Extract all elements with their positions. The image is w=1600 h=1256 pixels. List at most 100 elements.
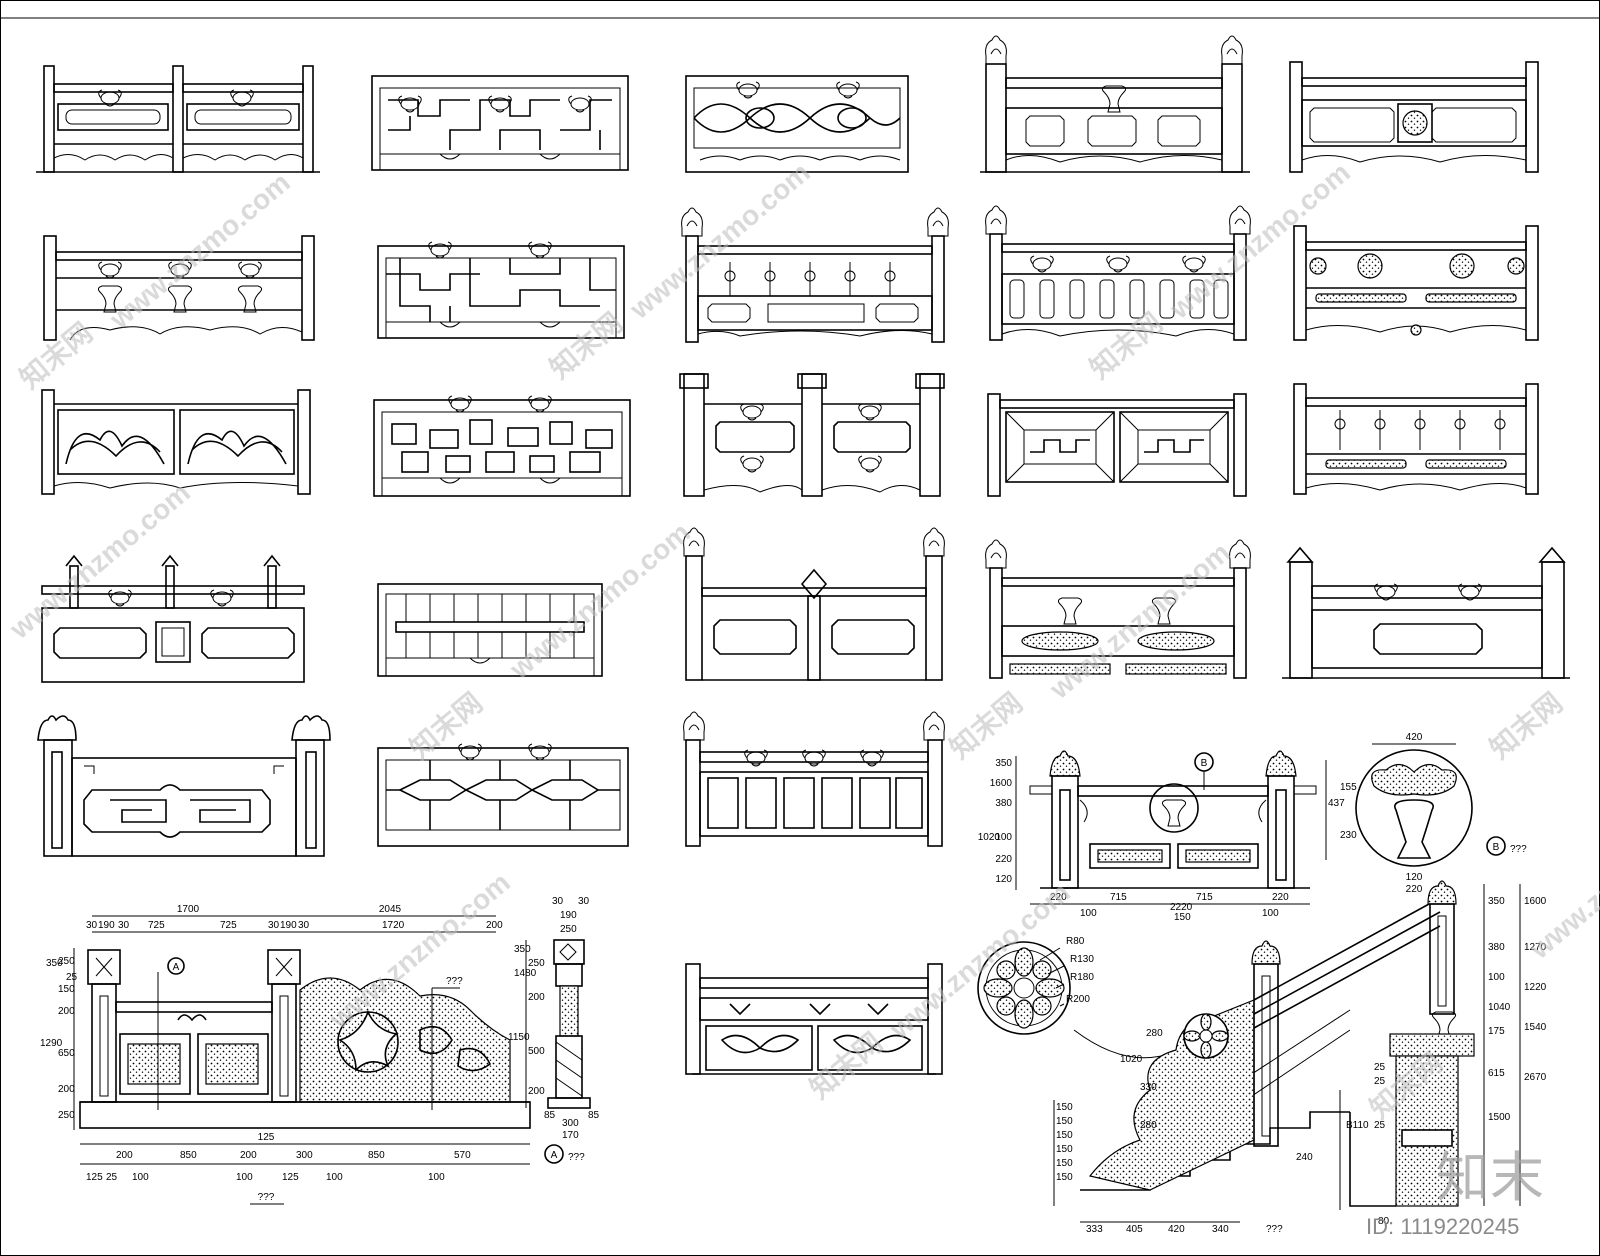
dims-right-top-bottom: 220 715 715 220 100 2220 150 100 — [1050, 892, 1289, 923]
svg-text:25: 25 — [106, 1172, 118, 1183]
callout-b-top: B — [1201, 758, 1208, 769]
svg-text:1020: 1020 — [978, 832, 1001, 843]
svg-text:200: 200 — [116, 1150, 133, 1161]
callout-a-tag: ??? — [568, 1152, 585, 1163]
svg-text:30: 30 — [578, 896, 590, 907]
svg-text:R80: R80 — [1066, 936, 1085, 947]
railing-elevation-r5c3 — [683, 711, 945, 847]
callout-a: A — [551, 1150, 558, 1161]
svg-text:100: 100 — [995, 832, 1012, 843]
svg-text:25: 25 — [66, 972, 78, 983]
id-label: ID: 1119220245 — [1366, 1214, 1519, 1239]
svg-text:340: 340 — [1212, 1224, 1229, 1235]
railing-elevation-r1c4 — [980, 35, 1250, 173]
svg-text:300: 300 — [296, 1150, 313, 1161]
svg-text:725: 725 — [148, 920, 165, 931]
svg-text:www.znzmo.com: www.znzmo.com — [623, 157, 816, 326]
svg-text:200: 200 — [240, 1150, 257, 1161]
svg-text:280: 280 — [1146, 1028, 1163, 1039]
svg-text:www.znzmo.com: www.znzmo.com — [1043, 537, 1236, 706]
svg-text:2670: 2670 — [1524, 1072, 1547, 1083]
svg-text:120: 120 — [1406, 872, 1423, 883]
svg-text:1220: 1220 — [1524, 982, 1547, 993]
svg-text:知末网: 知末网 — [803, 1026, 888, 1105]
railing-elevation-r3c4 — [987, 393, 1247, 497]
svg-text:30: 30 — [118, 920, 130, 931]
svg-text:1040: 1040 — [1488, 1002, 1511, 1013]
svg-text:200: 200 — [486, 920, 503, 931]
svg-text:150: 150 — [1056, 1130, 1073, 1141]
railing-elevation-r4c3 — [683, 527, 945, 681]
stair-right-dims: 350 1600 380 100 1040 175 615 1500 1540 … — [1488, 896, 1547, 1123]
svg-text:190: 190 — [560, 910, 577, 921]
svg-text:25: 25 — [1374, 1076, 1386, 1087]
svg-text:1270: 1270 — [1524, 942, 1547, 953]
svg-text:1500: 1500 — [1488, 1112, 1511, 1123]
svg-text:420: 420 — [1168, 1224, 1185, 1235]
svg-text:125: 125 — [86, 1172, 103, 1183]
svg-text:1150: 1150 — [508, 1032, 530, 1043]
svg-text:???: ??? — [1266, 1224, 1283, 1235]
detail-b-vase-circle: 420 120 220 B ??? — [1355, 732, 1527, 895]
svg-text:1720: 1720 — [382, 920, 405, 931]
railing-elevation-r2c1 — [43, 235, 315, 341]
svg-text:715: 715 — [1196, 892, 1213, 903]
svg-text:280: 280 — [1140, 1120, 1157, 1131]
svg-text:30: 30 — [552, 896, 564, 907]
svg-text:100: 100 — [132, 1172, 149, 1183]
svg-text:380: 380 — [995, 798, 1012, 809]
svg-text:1290: 1290 — [40, 1038, 63, 1049]
railing-elevation-r2c3 — [681, 207, 949, 343]
svg-text:240: 240 — [1296, 1152, 1313, 1163]
svg-text:100: 100 — [326, 1172, 343, 1183]
svg-text:250: 250 — [58, 1110, 75, 1121]
railing-elevation-r4c5 — [1282, 546, 1570, 679]
svg-text:知末网: 知末网 — [1483, 686, 1568, 765]
svg-text:1600: 1600 — [1524, 896, 1547, 907]
svg-text:2220: 2220 — [1170, 902, 1193, 913]
svg-text:85: 85 — [588, 1110, 600, 1121]
svg-text:437: 437 — [1328, 798, 1345, 809]
svg-text:200: 200 — [58, 1006, 75, 1017]
svg-text:150: 150 — [1056, 1116, 1073, 1127]
svg-text:R180: R180 — [1070, 972, 1094, 983]
svg-text:150: 150 — [1056, 1144, 1073, 1155]
svg-text:1700: 1700 — [177, 904, 200, 915]
svg-text:R200: R200 — [1066, 994, 1090, 1005]
dims-right-top-left: 350 1600 380 1020 100 220 120 — [978, 758, 1013, 885]
callout-b-tag: ??? — [1510, 844, 1527, 855]
svg-text:570: 570 — [454, 1150, 471, 1161]
svg-text:190: 190 — [98, 920, 115, 931]
svg-text:85: 85 — [544, 1110, 556, 1121]
railing-elevation-r1c3 — [685, 75, 909, 173]
svg-text:220: 220 — [1406, 884, 1423, 895]
svg-text:1020: 1020 — [1120, 1054, 1143, 1065]
railing-elevation-r2c2 — [377, 241, 625, 339]
svg-text:150: 150 — [58, 984, 75, 995]
svg-text:100: 100 — [428, 1172, 445, 1183]
stair-mid-dims: 280 1020 330 280 — [1120, 1028, 1163, 1131]
svg-text:350: 350 — [46, 958, 63, 969]
svg-text:405: 405 — [1126, 1224, 1143, 1235]
svg-text:1540: 1540 — [1524, 1022, 1547, 1033]
svg-text:知末网: 知末网 — [1083, 306, 1168, 385]
brand-logo: 知末 — [1436, 1146, 1544, 1209]
svg-text:1600: 1600 — [990, 778, 1013, 789]
svg-text:1480: 1480 — [514, 968, 537, 979]
post-section-a: 30 30 190 250 350 1480 250 200 500 200 1… — [508, 896, 600, 1164]
leader-tag: ??? — [446, 976, 463, 987]
railing-elevation-r2c5 — [1293, 225, 1539, 341]
svg-text:380: 380 — [1488, 942, 1505, 953]
railing-elevation-r4c4 — [985, 539, 1251, 679]
svg-text:330: 330 — [1140, 1082, 1157, 1093]
svg-text:850: 850 — [368, 1150, 385, 1161]
svg-text:知末网: 知末网 — [943, 686, 1028, 765]
svg-text:30: 30 — [86, 920, 98, 931]
svg-text:150: 150 — [1056, 1172, 1073, 1183]
svg-text:250: 250 — [58, 956, 75, 967]
svg-text:www.znzmo.com: www.znzmo.com — [883, 877, 1076, 1046]
stair-railing-section: R80 R130 R180 R200 150 150 150 150 — [977, 880, 1547, 1235]
svg-text:175: 175 — [1488, 1026, 1505, 1037]
svg-text:2045: 2045 — [379, 904, 402, 915]
